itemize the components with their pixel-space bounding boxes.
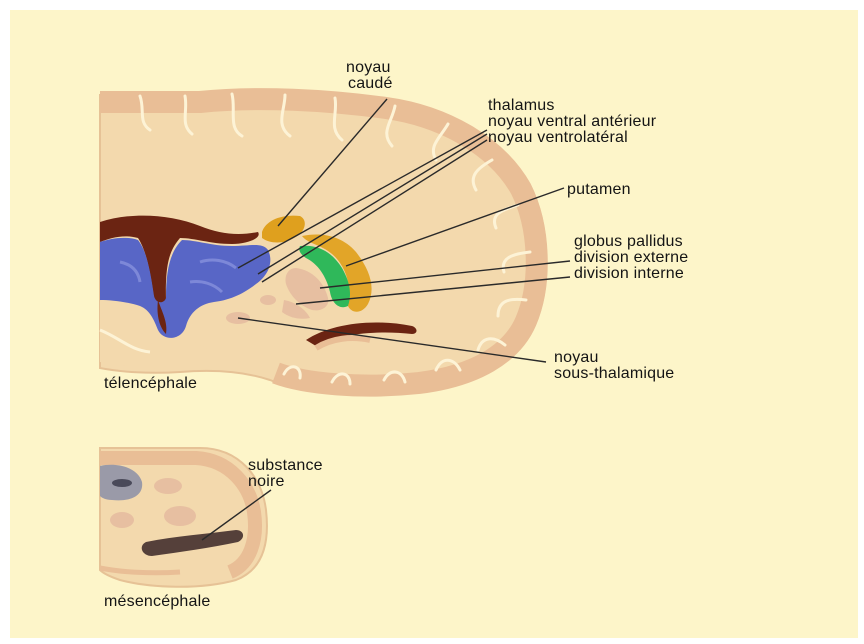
label-telencephale: télencéphale [104, 376, 197, 392]
label-thalamus: thalamus [488, 98, 555, 114]
mesencephalon-section [100, 448, 267, 587]
label-putamen: putamen [567, 182, 631, 198]
label-mesencephale: mésencéphale [104, 594, 210, 610]
label-division-externe: division externe [574, 250, 688, 266]
label-substance-noire-line2: noire [248, 474, 285, 490]
label-noyau-caude-line2: caudé [348, 76, 393, 92]
label-noyau-ventrolateral: noyau ventrolatéral [488, 130, 628, 146]
label-noyau-sous-thalamique-line1: noyau [554, 350, 599, 366]
label-noyau-ventral-anterieur: noyau ventral antérieur [488, 114, 656, 130]
label-substance-noire-line1: substance [248, 458, 323, 474]
label-noyau-sous-thalamique-line2: sous-thalamique [554, 366, 674, 382]
label-division-interne: division interne [574, 266, 684, 282]
label-noyau-caude-line1: noyau [346, 60, 391, 76]
label-globus-pallidus: globus pallidus [574, 234, 683, 250]
